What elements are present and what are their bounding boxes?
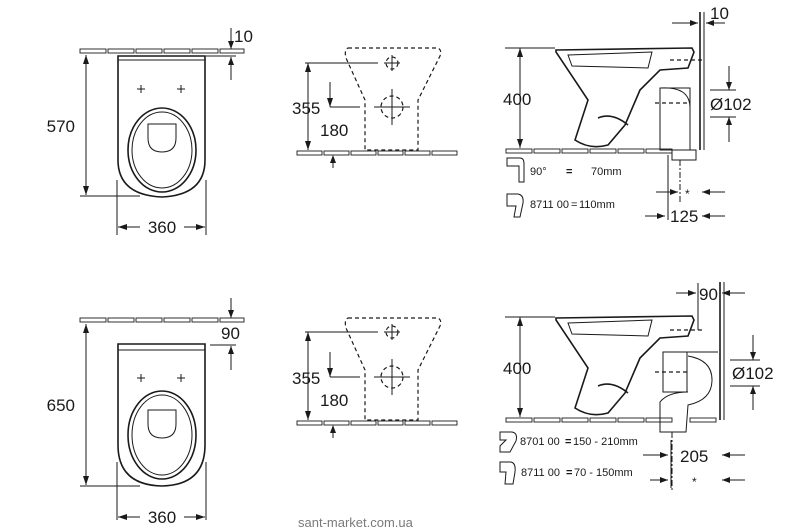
elbow-90-icon	[506, 157, 525, 183]
svg-text:8711 00: 8711 00	[521, 467, 560, 479]
elbow-offset-icon	[506, 193, 524, 218]
floor-tiles	[296, 150, 458, 156]
dim-outlet-height: 355	[292, 369, 320, 388]
svg-text:150 - 210mm: 150 - 210mm	[573, 436, 638, 448]
svg-text:110mm: 110mm	[579, 199, 615, 211]
inlet-crosshair-icon	[384, 55, 400, 71]
svg-text:8711 00: 8711 00	[530, 199, 569, 211]
svg-text:=: =	[566, 467, 572, 479]
dim-wall-gap: 10	[234, 27, 253, 46]
adapter-item: 90° = 70mm	[506, 157, 622, 183]
dim-diameter: Ø102	[710, 95, 752, 114]
dim-wall-gap: 10	[710, 4, 729, 23]
side-view-top: 400 10 Ø102 * 125 90° = 70mm 8711 00	[503, 4, 752, 226]
wc-body	[555, 47, 695, 148]
outlet-crosshair-icon	[374, 89, 410, 125]
plan-view-bottom: 650 360 90	[47, 298, 245, 527]
dim-height: 400	[503, 90, 531, 109]
svg-text:=: =	[565, 436, 571, 448]
note-star: *	[685, 187, 690, 201]
seat-ring	[127, 107, 197, 193]
dim-offset: 125	[670, 207, 698, 226]
dim-outlet-height: 355	[292, 99, 320, 118]
svg-text:70mm: 70mm	[591, 166, 622, 178]
dim-length: 570	[47, 117, 75, 136]
adapter-list: 8701 00 = 150 - 210mm 8711 00 = 70 - 150…	[499, 431, 638, 485]
wall-tiles	[79, 48, 245, 54]
seat-opening	[147, 123, 177, 153]
svg-text:8701 00: 8701 00	[520, 436, 560, 448]
fixing-hole-icon	[137, 374, 185, 382]
plan-view-top: 570 360 10	[47, 27, 253, 237]
dim-inlet-height: 180	[320, 391, 348, 410]
front-view-top: 355 180	[292, 47, 458, 168]
dim-height: 400	[503, 359, 531, 378]
dim-offset: 205	[680, 447, 708, 466]
svg-text:70 - 150mm: 70 - 150mm	[574, 467, 633, 479]
bowl-outline	[117, 55, 206, 198]
fixing-hole-icon	[137, 85, 185, 93]
elbow-offset-icon	[499, 431, 517, 453]
adapter-item: 8701 00 = 150 - 210mm	[499, 431, 638, 453]
inlet-crosshair-icon	[384, 324, 400, 340]
dim-width: 360	[148, 218, 176, 237]
dim-length: 650	[47, 396, 75, 415]
dim-wall-gap: 90	[699, 285, 718, 304]
svg-text:=: =	[566, 166, 572, 178]
dim-width: 360	[148, 508, 176, 527]
dim-diameter: Ø102	[732, 364, 774, 383]
elbow-90-icon	[499, 461, 516, 485]
svg-text:90°: 90°	[530, 166, 547, 178]
floor-tiles	[296, 420, 458, 426]
side-view-bottom: 400 90 Ø102 205 * 8701 00 = 150 - 210mm …	[499, 282, 774, 490]
svg-text:=: =	[571, 199, 577, 211]
watermark: sant-market.com.ua	[298, 515, 414, 530]
outlet-crosshair-icon	[374, 359, 410, 395]
adapter-list: 90° = 70mm 8711 00 = 110mm	[506, 157, 622, 218]
floor-tiles	[505, 417, 717, 423]
floor-tiles	[505, 148, 673, 154]
wall-tiles	[79, 317, 245, 323]
dim-inlet-height: 180	[320, 121, 348, 140]
note-star: *	[692, 475, 697, 489]
front-view-bottom: 355 180	[292, 317, 458, 438]
adapter-item: 8711 00 = 70 - 150mm	[499, 461, 633, 485]
dim-wall-gap: 90	[221, 324, 240, 343]
adapter-item: 8711 00 = 110mm	[506, 193, 615, 218]
